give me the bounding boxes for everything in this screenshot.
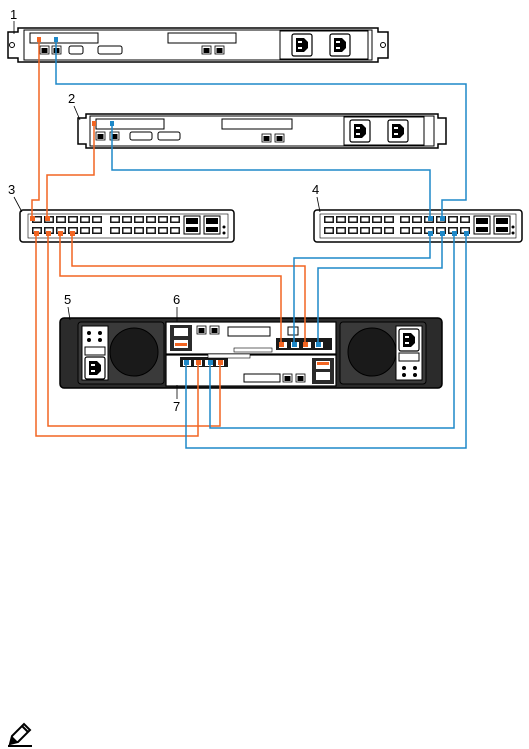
server-2-psu-2 xyxy=(388,120,408,142)
cable-orange-server1-switch3 xyxy=(32,40,39,218)
callout-enclosure-5: 5 xyxy=(64,292,71,307)
callout-server-1: 1 xyxy=(10,7,17,22)
callout-switch-3: 3 xyxy=(8,182,15,197)
enclosure-psu-2-socket xyxy=(399,329,419,351)
server-2 xyxy=(78,114,446,148)
enclosure-psu-1-socket xyxy=(85,357,105,379)
controller-7 xyxy=(166,354,336,386)
cable-terminations xyxy=(30,37,469,365)
server-1-psu-1 xyxy=(292,34,312,56)
server-2-nic-port-1 xyxy=(96,132,105,140)
pencil-note-icon xyxy=(8,724,32,746)
callout-switch-4: 4 xyxy=(312,182,319,197)
server-1 xyxy=(8,28,388,62)
controller-6 xyxy=(166,322,336,354)
server-1-nic-port-1 xyxy=(40,46,49,54)
switch-3 xyxy=(20,210,234,242)
callout-controller-6: 6 xyxy=(173,292,180,307)
server-1-psu-2 xyxy=(330,34,350,56)
switch-4 xyxy=(314,210,522,242)
callout-controller-7: 7 xyxy=(173,399,180,414)
callout-server-2: 2 xyxy=(68,91,75,106)
server-2-psu-1 xyxy=(350,120,370,142)
